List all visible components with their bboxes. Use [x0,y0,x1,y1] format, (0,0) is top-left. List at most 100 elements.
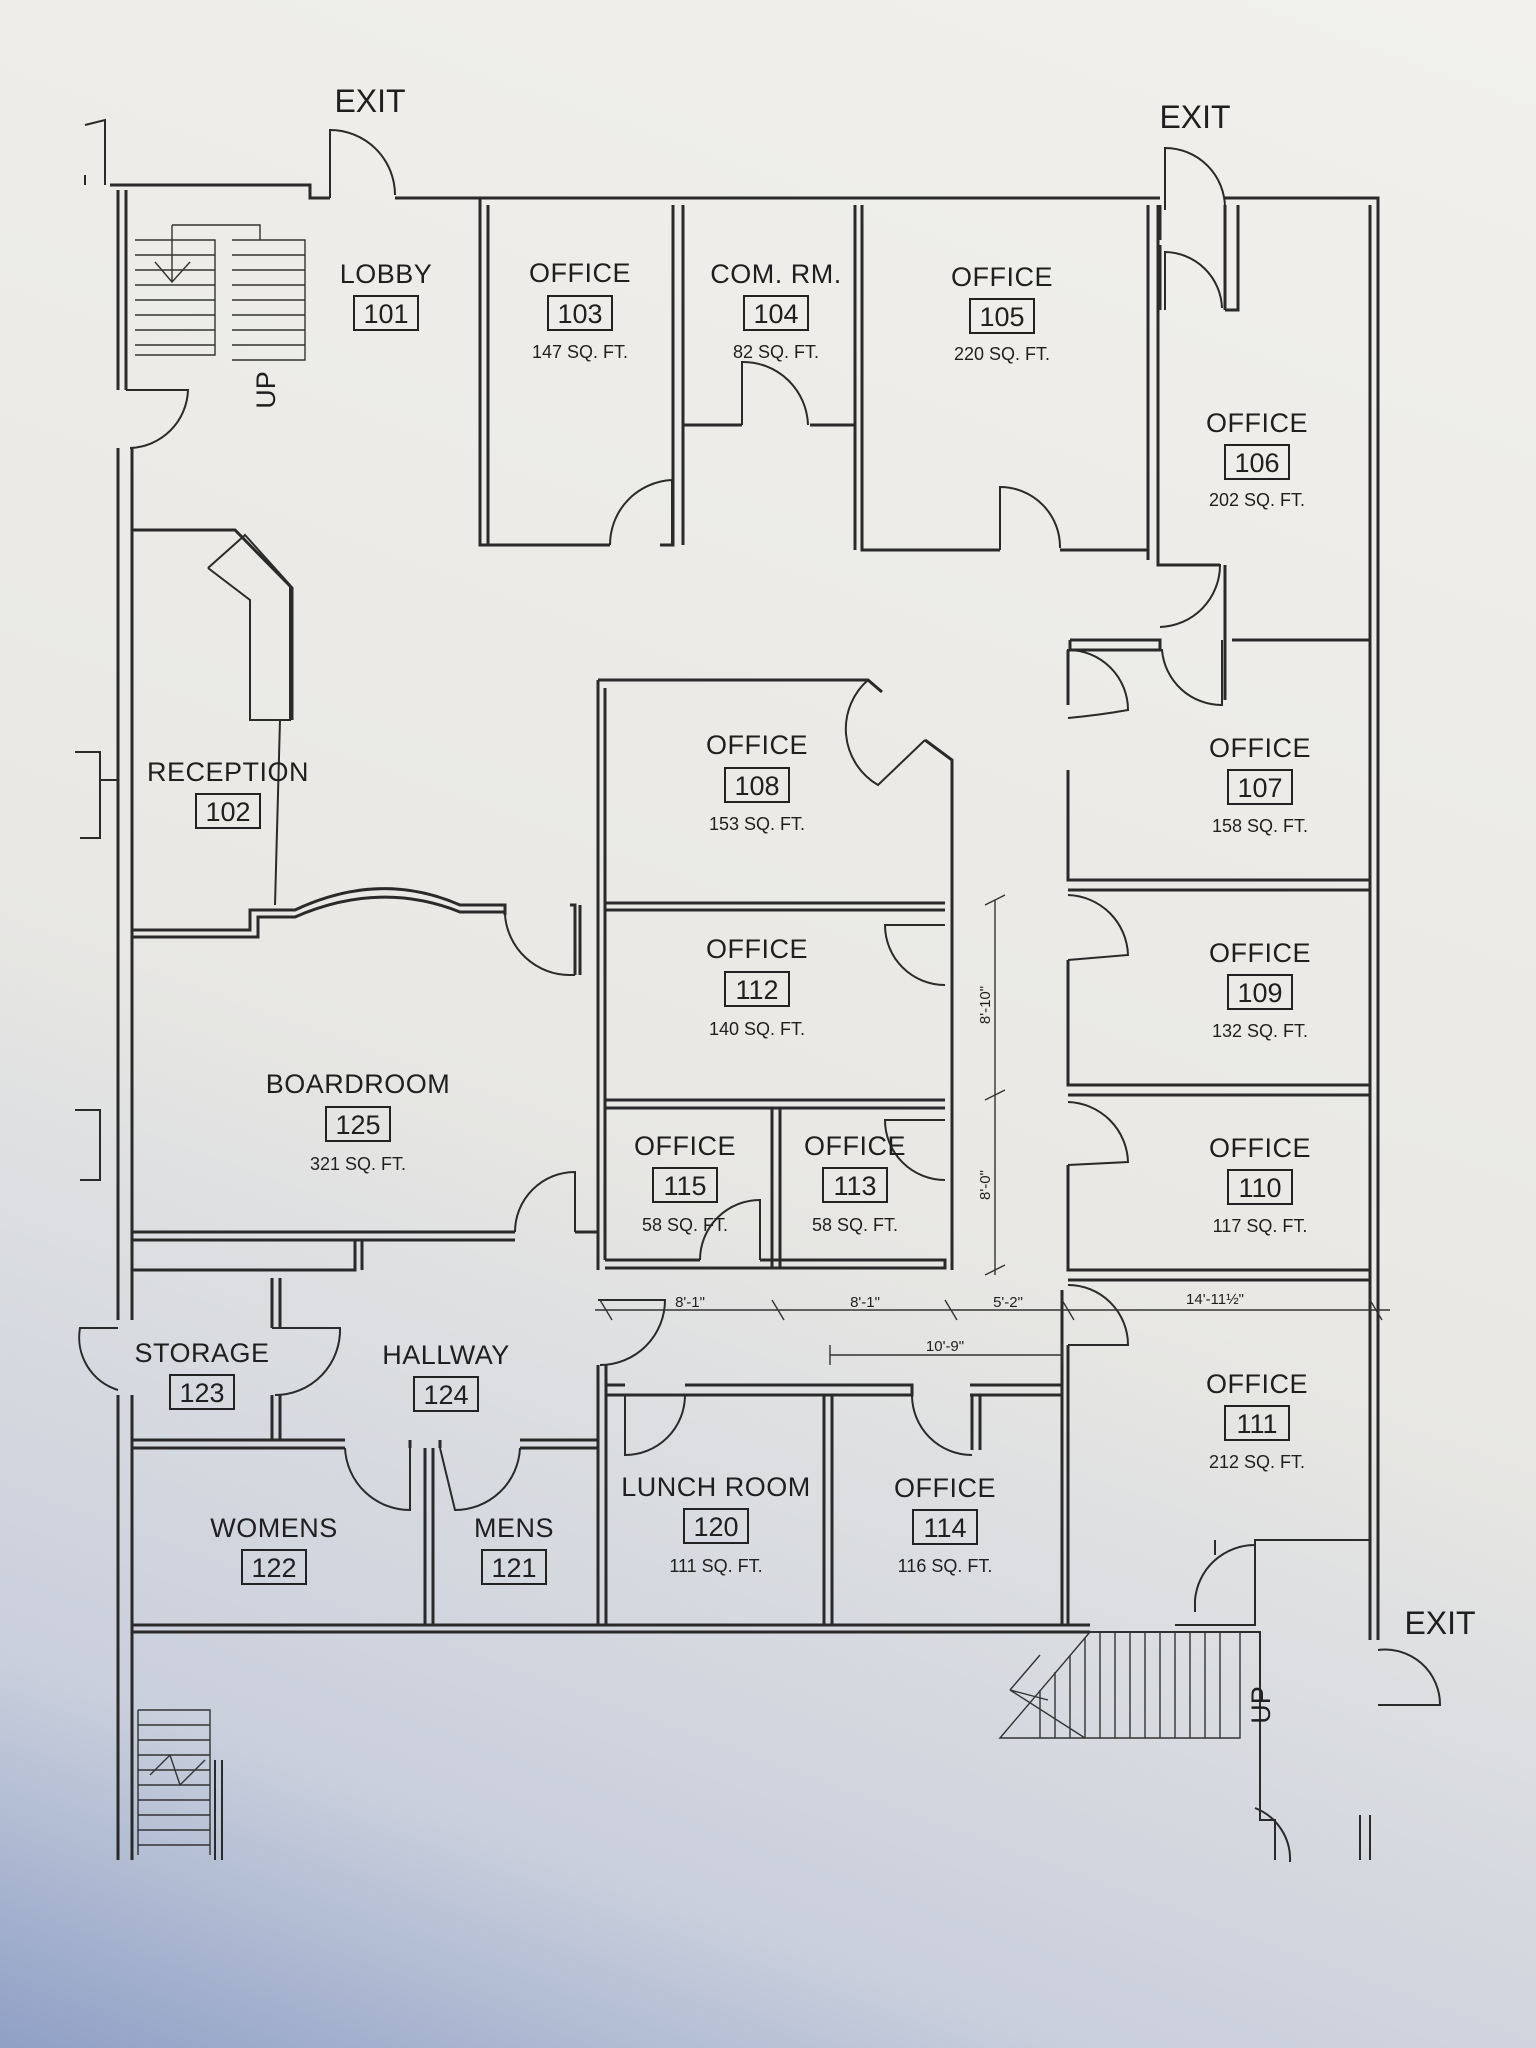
room-number: 108 [734,771,779,801]
room-name: MENS [474,1513,554,1543]
door-swings [78,128,1442,1863]
room-name: OFFICE [1209,938,1311,968]
dimension-lines [595,894,1390,1365]
room-area: 82 SQ. FT. [733,342,819,362]
room-number-box [353,295,419,331]
room-number: 106 [1234,448,1279,478]
room-number: 101 [363,299,408,329]
dimension-8-0: 8'-0" [977,1170,994,1200]
room-name: WOMENS [210,1513,338,1543]
room-number-box [325,1106,391,1142]
stair-top-left [135,224,306,361]
exit-label-bottom-right: EXIT [1404,1605,1475,1641]
room-area: 202 SQ. FT. [1209,490,1305,510]
room-number: 120 [693,1512,738,1542]
exit-label-top-left: EXIT [334,83,405,119]
room-123: STORAGE 123 [134,1338,269,1410]
room-104: COM. RM. 104 82 SQ. FT. [710,259,841,362]
room-111: OFFICE 111 212 SQ. FT. [1206,1369,1308,1472]
room-103: OFFICE 103 147 SQ. FT. [529,258,631,362]
room-106: OFFICE 106 202 SQ. FT. [1206,408,1308,510]
room-114: OFFICE 114 116 SQ. FT. [894,1473,996,1576]
room-number: 109 [1237,978,1282,1008]
room-number-box [969,298,1035,334]
room-number-box [169,1374,235,1410]
room-number: 102 [205,797,250,827]
room-name: OFFICE [1206,408,1308,438]
room-name: HALLWAY [382,1340,510,1370]
room-number: 105 [979,302,1024,332]
room-name: LUNCH ROOM [621,1472,811,1502]
dimension-8-1-right: 8'-1" [850,1294,880,1311]
room-107: OFFICE 107 158 SQ. FT. [1209,733,1311,836]
room-number: 115 [663,1171,706,1201]
room-area: 132 SQ. FT. [1212,1021,1308,1041]
room-105: OFFICE 105 220 SQ. FT. [951,262,1053,364]
room-name: OFFICE [706,934,808,964]
room-name: OFFICE [706,730,808,760]
room-name: STORAGE [134,1338,269,1368]
room-number-box [822,1167,888,1203]
room-area: 147 SQ. FT. [532,342,628,362]
room-number: 111 [1236,1409,1277,1439]
room-number: 104 [753,299,798,329]
room-number-box [547,295,613,331]
stair-bottom-left [137,1709,223,1860]
stair-up-label-top: UP [251,371,281,409]
room-number-box [652,1167,718,1203]
room-number-box [724,971,790,1007]
room-number-box [1224,444,1290,480]
room-number: 107 [1237,773,1282,803]
room-113: OFFICE 113 58 SQ. FT. [804,1131,906,1235]
room-number-box [724,767,790,803]
room-125: BOARDROOM 125 321 SQ. FT. [266,1069,451,1174]
room-number: 110 [1238,1173,1281,1203]
room-120: LUNCH ROOM 120 111 SQ. FT. [621,1472,811,1576]
dimension-14-11: 14'-11½" [1186,1291,1244,1308]
room-area: 220 SQ. FT. [954,344,1050,364]
room-number-box [413,1376,479,1412]
room-name: OFFICE [529,258,631,288]
dimension-10-9: 10'-9" [926,1338,964,1355]
room-number-box [1227,974,1293,1010]
room-108: OFFICE 108 153 SQ. FT. [706,730,808,834]
room-number-box [683,1508,749,1544]
room-area: 111 SQ. FT. [669,1556,762,1576]
room-name: OFFICE [951,262,1053,292]
room-number: 112 [735,975,778,1005]
room-121: MENS 121 [474,1513,554,1585]
room-name: RECEPTION [147,757,309,787]
room-112: OFFICE 112 140 SQ. FT. [706,934,808,1039]
room-name: OFFICE [804,1131,906,1161]
room-area: 321 SQ. FT. [310,1154,406,1174]
room-number-box [481,1549,547,1585]
room-number-box [912,1509,978,1545]
room-number: 123 [179,1378,224,1408]
room-number-box [743,295,809,331]
room-area: 58 SQ. FT. [812,1215,898,1235]
room-name: BOARDROOM [266,1069,451,1099]
room-number: 125 [335,1110,380,1140]
room-area: 117 SQ. FT. [1213,1216,1308,1236]
room-area: 58 SQ. FT. [642,1215,728,1235]
room-number: 124 [423,1380,468,1410]
room-number-box [241,1549,307,1585]
room-area: 116 SQ. FT. [898,1556,993,1576]
dimension-8-1-left: 8'-1" [675,1294,705,1311]
exit-label-top-right: EXIT [1159,99,1230,135]
room-124: HALLWAY 124 [382,1340,510,1412]
room-115: OFFICE 115 58 SQ. FT. [634,1131,736,1235]
stair-bottom-right [998,1631,1241,1739]
room-area: 153 SQ. FT. [709,814,805,834]
room-110: OFFICE 110 117 SQ. FT. [1209,1133,1311,1236]
dimension-5-2: 5'-2" [993,1294,1023,1311]
room-number: 121 [491,1553,536,1583]
room-name: OFFICE [1209,1133,1311,1163]
room-area: 140 SQ. FT. [709,1019,805,1039]
room-number-box [195,793,261,829]
interior-walls [132,198,1370,1625]
room-name: OFFICE [894,1473,996,1503]
stair-up-label-bottom: UP [1246,1686,1276,1724]
